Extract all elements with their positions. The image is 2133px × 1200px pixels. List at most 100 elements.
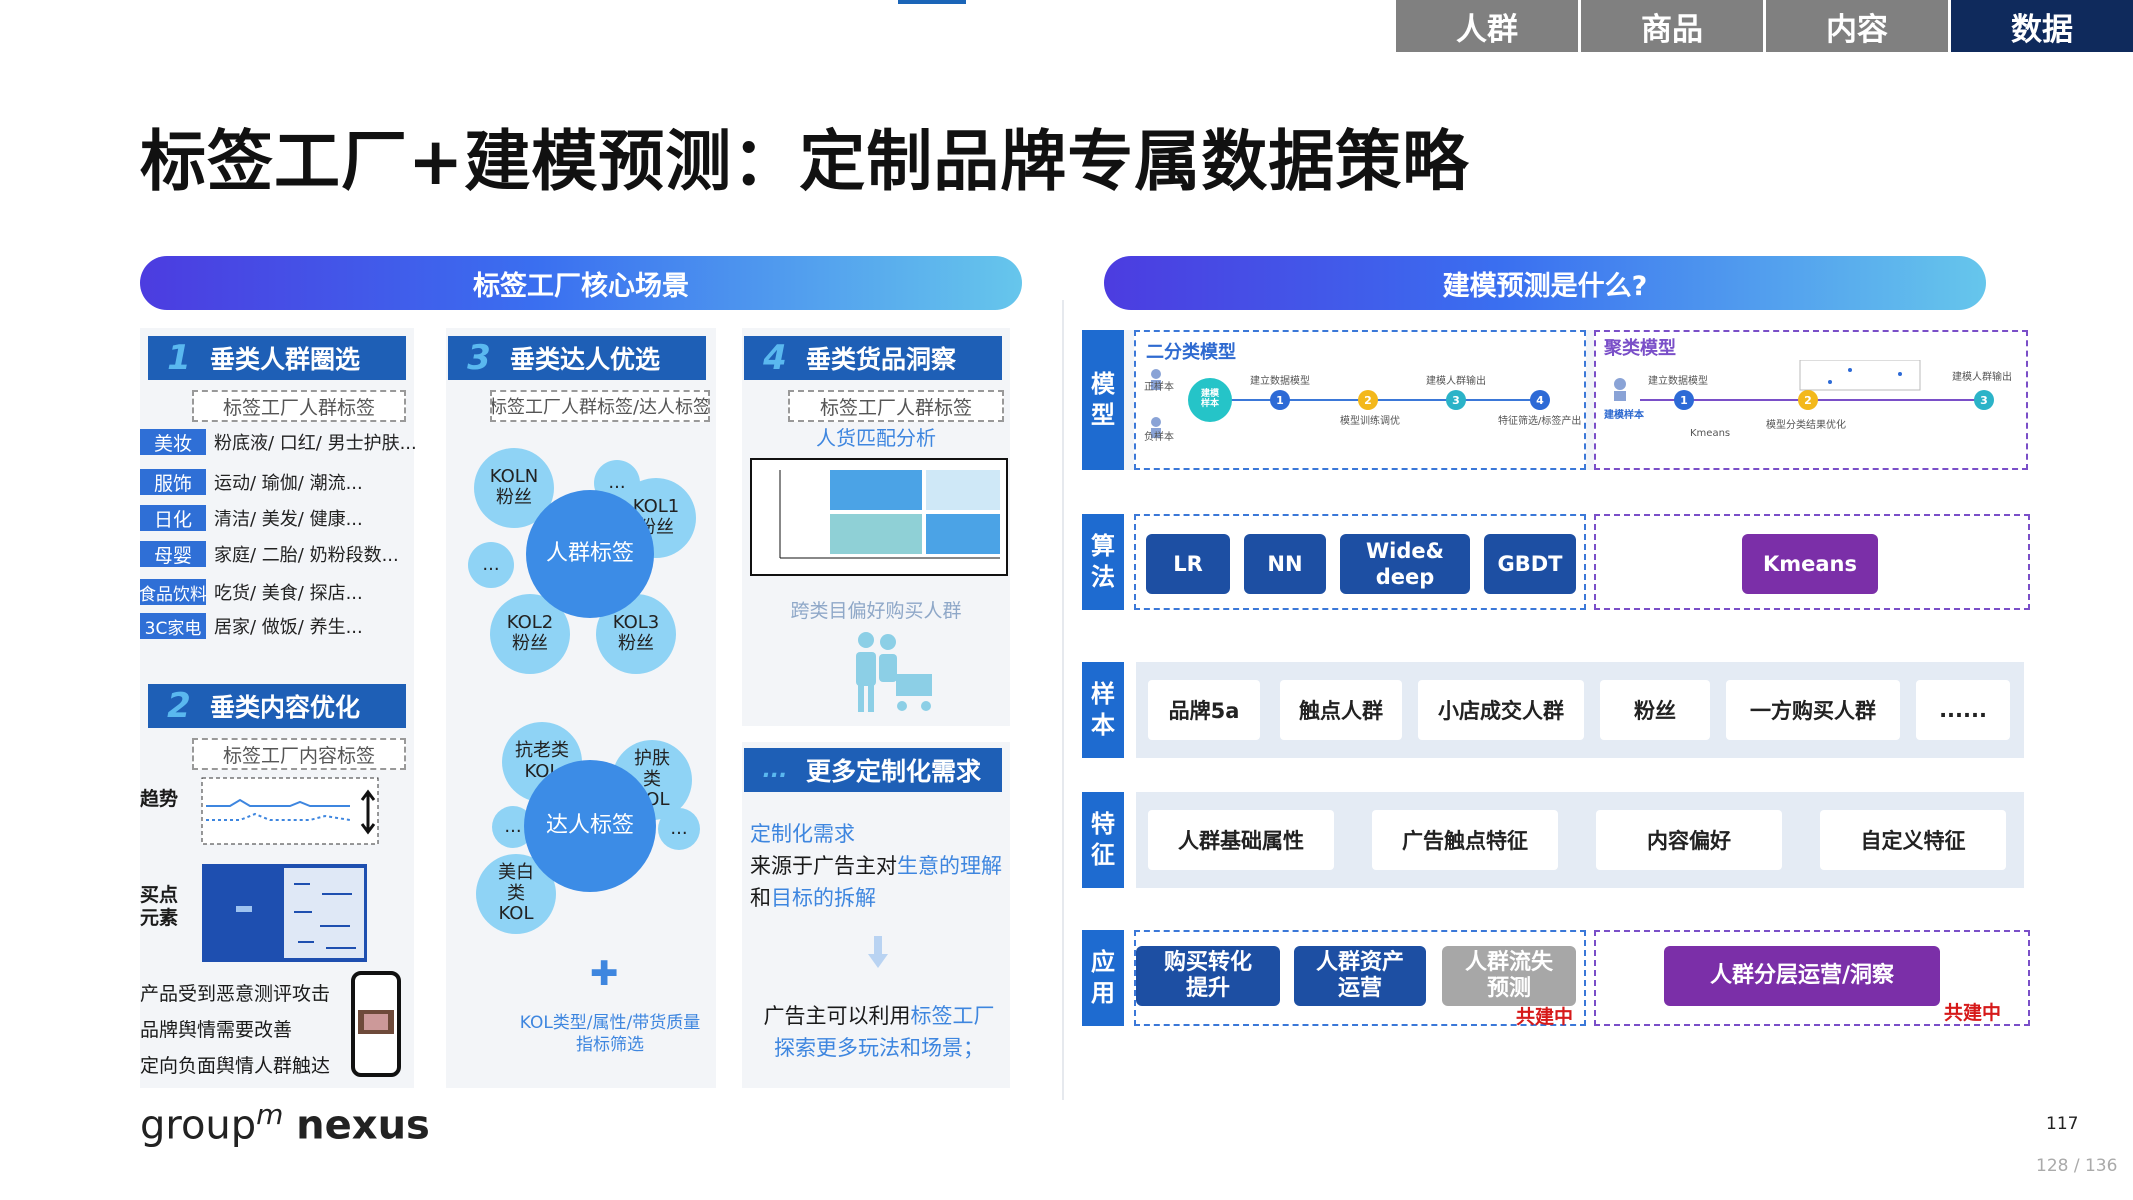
step-label: 模型训练调优 [1340,416,1400,427]
sample-cell: 粉丝 [1600,680,1710,740]
feature-cell: 广告触点特征 [1372,810,1558,870]
algo-lr-button[interactable]: LR [1146,534,1230,594]
section3-header: 3 垂类达人优选 [448,336,706,380]
step-label: 模型分类结果优化 [1766,420,1846,431]
category-tag: 3C家电 [140,613,206,639]
row-label-feature: 特 征 [1082,792,1124,888]
section4-header: 4 垂类货品洞察 [744,336,1002,380]
step-dot: 2 [1358,390,1378,410]
building-badge: 共建中 [1944,1002,2002,1024]
step-dot: 1 [1674,390,1694,410]
row-label-model: 模 型 [1082,330,1124,470]
kol-fan-bubble: KOLN 粉丝 [474,448,554,528]
panel-column-3 [446,328,716,1088]
note-line: 定向负面舆情人群触达 [140,1055,331,1077]
section4-title: 垂类货品洞察 [806,345,957,374]
logo-nexus: nexus [296,1102,430,1149]
category-row: 服饰运动/ 瑜伽/ 潮流... [140,468,363,496]
app-segmentation-button[interactable]: 人群分层运营/洞察 [1664,946,1940,1006]
more-title: 更多定制化需求 [806,757,982,786]
note-line: 产品受到恶意测评攻击 [140,983,331,1005]
trend-label: 趋势 [140,788,179,810]
algo-nn-button[interactable]: NN [1244,534,1326,594]
section4-number: 4 [763,338,787,378]
app-asset-button[interactable]: 人群资产 运营 [1294,946,1426,1006]
groupm-nexus-logo: groupm nexus [140,1098,430,1148]
buy-point-label: 买点 元素 [140,884,179,929]
kol-filter-note: KOL类型/属性/带货质量 指标筛选 [519,1013,701,1056]
section3-title: 垂类达人优选 [510,345,661,374]
section1-header: 1 垂类人群圈选 [148,336,406,380]
more-number: ... [762,757,788,783]
desc-highlight: 目标的拆解 [771,886,876,910]
row-label-sample: 样 本 [1082,662,1124,758]
cluster-core-label: 建模样本 [1604,410,1644,421]
section1-number: 1 [167,338,191,378]
binary-core-label: 建模 样本 [1200,389,1219,409]
binary-algo-box [1134,514,1586,610]
category-text: 居家/ 做饭/ 养生... [214,617,363,638]
negative-notes: 产品受到恶意测评攻击 品牌舆情需要改善 定向负面舆情人群触达 [140,976,330,1084]
category-text: 粉底液/ 口红/ 男士护肤... [214,433,417,454]
top-nav-tabs: 人群 商品 内容 数据 [1396,0,2133,52]
cluster-model-title: 聚类模型 [1604,338,1676,359]
step-label: 建立数据模型 [1250,376,1310,387]
custom-need-label: 定制化需求 [750,822,855,846]
section4-tag: 标签工厂人群标签 [788,390,1004,422]
note-text: 广告主可以利用 [763,1004,911,1028]
phone-icon [351,971,401,1077]
tab-data[interactable]: 数据 [1951,0,2133,52]
tab-content[interactable]: 内容 [1766,0,1948,52]
note-highlight: 标签工厂探索更多玩法和场景； [774,1004,995,1060]
category-text: 运动/ 瑜伽/ 潮流... [214,473,363,494]
kol-type-bubble: 美白 类 KOL [476,854,556,934]
category-row: 日化清洁/ 美发/ 健康... [140,504,363,532]
category-row: 母婴家庭/ 二胎/ 奶粉段数... [140,540,399,568]
step-dot: 2 [1798,390,1818,410]
shopping-cart-people-icon [856,632,932,712]
sample-cell: 品牌5a [1148,680,1260,740]
sample-cell: 一方购买人群 [1726,680,1900,740]
trend-chart-icon [201,777,379,845]
section2-number: 2 [167,686,191,726]
positive-sample-label: 正样本 [1144,382,1174,393]
sample-cell: ...... [1916,680,2010,740]
step-label: 建立数据模型 [1648,376,1708,387]
step-dot: 3 [1446,390,1466,410]
buy-point-chart-icon [202,864,367,962]
row-label-application: 应 用 [1082,930,1124,1026]
panel-more [742,742,1010,1088]
section2-title: 垂类内容优化 [210,693,361,722]
feature-cell: 人群基础属性 [1148,810,1334,870]
influencer-tag-center: 达人标签 [524,760,656,892]
binary-model-flow-diagram [1151,369,1540,438]
category-tag: 食品饮料 [140,579,206,605]
custom-need-desc: 来源于广告主对生意的理解和目标的拆解 [750,850,1002,914]
tab-crowd[interactable]: 人群 [1396,0,1578,52]
ellipsis-bubble: ... [658,808,700,850]
building-badge: 共建中 [1516,1006,1574,1028]
app-conversion-button[interactable]: 购买转化 提升 [1136,946,1280,1006]
matching-matrix-icon [750,458,1008,576]
vertical-divider [1062,300,1064,1100]
feature-cell: 内容偏好 [1596,810,1782,870]
section1-title: 垂类人群圈选 [210,345,361,374]
app-churn-button[interactable]: 人群流失 预测 [1442,946,1576,1006]
top-accent-line [898,0,966,4]
crowd-tag-center: 人群标签 [526,490,654,618]
plus-icon: ✚ [590,954,619,994]
algo-kmeans-button[interactable]: Kmeans [1742,534,1878,594]
tab-product[interactable]: 商品 [1581,0,1763,52]
more-header: ... 更多定制化需求 [744,748,1002,792]
sample-cell: 小店成交人群 [1418,680,1584,740]
step-label: 建模人群输出 [1426,376,1486,387]
algo-wide-deep-button[interactable]: Wide& deep [1340,534,1470,594]
section1-tag: 标签工厂人群标签 [192,390,406,422]
kmeans-label: Kmeans [1690,428,1731,439]
logo-m: m [256,1098,284,1131]
desc-text: 来源于广告主对 [750,854,897,878]
step-label: 特征筛选/标签产出 [1498,416,1582,427]
feature-cell: 自定义特征 [1820,810,2006,870]
section2-header: 2 垂类内容优化 [148,684,406,728]
algo-gbdt-button[interactable]: GBDT [1484,534,1576,594]
